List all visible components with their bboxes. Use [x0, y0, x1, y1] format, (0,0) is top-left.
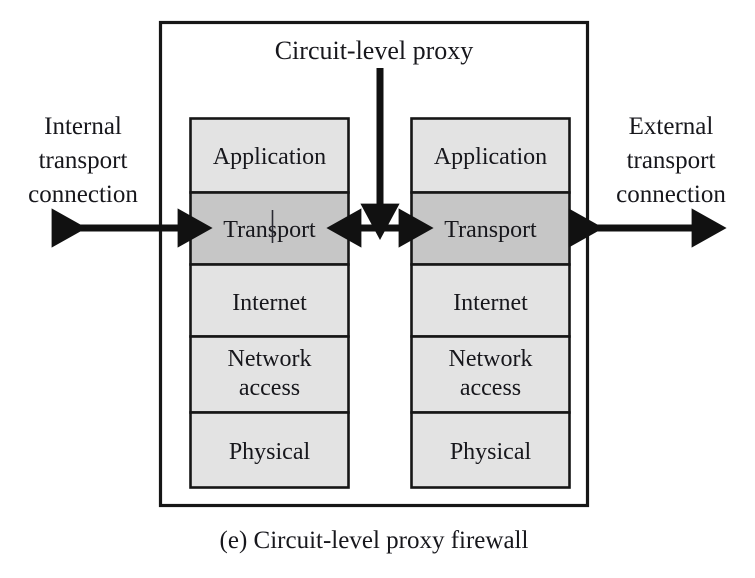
layer-network-access-right[interactable]: Network access	[410, 335, 571, 414]
layer-label-line1: Network	[449, 346, 533, 372]
layer-label: Transport	[444, 217, 537, 243]
layer-label: Transport	[223, 217, 316, 243]
layer-internet-left[interactable]: Internet	[189, 263, 350, 338]
layer-label-line2: access	[460, 375, 521, 401]
layer-label: Internet	[453, 290, 528, 316]
internal-protocol-stack: Application Transport Internet Network a…	[189, 117, 350, 489]
layer-physical-right[interactable]: Physical	[410, 411, 571, 489]
layer-label: Physical	[450, 439, 532, 465]
layer-application-left[interactable]: Application	[189, 117, 350, 194]
layer-label-line2: access	[239, 375, 300, 401]
figure-caption: (e) Circuit-level proxy firewall	[220, 527, 529, 554]
layer-transport-right[interactable]: Transport	[410, 191, 571, 266]
label-line-1: External	[629, 113, 714, 140]
firewall-enclosure	[158, 20, 590, 508]
label-line-3: connection	[28, 181, 138, 208]
label-line-2: transport	[39, 147, 128, 174]
layer-label: Application	[434, 144, 547, 170]
label-line-3: connection	[616, 181, 726, 208]
layer-application-right[interactable]: Application	[410, 117, 571, 194]
label-line-1: Internal	[44, 113, 122, 140]
internal-transport-connection-label: Internal transport connection	[28, 113, 138, 208]
proxy-title: Circuit-level proxy	[275, 36, 474, 65]
layer-label-line1: Network	[228, 346, 312, 372]
layer-internet-right[interactable]: Internet	[410, 263, 571, 338]
layer-network-access-left[interactable]: Network access	[189, 335, 350, 414]
layer-label: Internet	[232, 290, 307, 316]
layer-label: Physical	[229, 439, 311, 465]
layer-transport-left[interactable]: Transport	[189, 191, 350, 266]
layer-label: Application	[213, 144, 326, 170]
layer-physical-left[interactable]: Physical	[189, 411, 350, 489]
label-line-2: transport	[627, 147, 716, 174]
external-protocol-stack: Application Transport Internet Network a…	[410, 117, 571, 489]
external-transport-connection-label: External transport connection	[616, 113, 726, 208]
